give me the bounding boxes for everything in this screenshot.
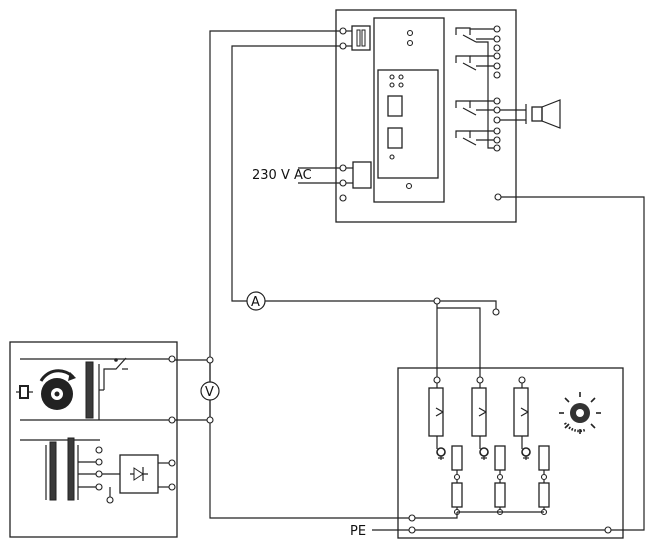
power-unit	[9, 341, 178, 538]
relay-contacts	[455, 27, 477, 146]
resistor-icon	[538, 482, 550, 508]
led-icon	[521, 447, 531, 460]
button-upper[interactable]	[387, 95, 403, 117]
pe-label: PE	[350, 524, 366, 539]
transformer-icon	[20, 437, 100, 501]
indicator-led	[389, 154, 395, 160]
button-lower[interactable]	[387, 127, 403, 149]
resistor-unit	[397, 367, 624, 539]
resistor-unit-frame	[397, 367, 624, 539]
terminal	[339, 194, 347, 202]
terminal	[496, 473, 504, 481]
control-unit: 230 V AC	[252, 9, 517, 223]
resistor-icon	[494, 482, 506, 508]
resistor-icon	[538, 445, 550, 471]
voltmeter-label: V	[205, 385, 214, 400]
terminal	[168, 416, 176, 424]
resistor-icon	[494, 445, 506, 471]
terminal-pe	[408, 514, 416, 522]
indicator-led	[389, 74, 395, 80]
led-icon	[479, 447, 489, 460]
terminal	[339, 179, 347, 187]
indicator-led	[398, 82, 404, 88]
wiring	[175, 30, 645, 531]
potentiometer-icon	[428, 376, 444, 449]
terminal	[540, 473, 548, 481]
terminal	[406, 29, 414, 37]
ammeter: A	[246, 291, 266, 311]
fuse-icon	[351, 25, 371, 51]
terminal	[453, 473, 461, 481]
terminal	[405, 182, 413, 190]
junction	[206, 356, 214, 364]
control-unit-frame	[335, 9, 517, 223]
terminal	[168, 355, 176, 363]
resistor-icon	[451, 445, 463, 471]
power-input-block	[352, 161, 372, 189]
terminal	[604, 526, 612, 534]
power-unit-frame	[9, 341, 178, 538]
terminal-output	[494, 193, 502, 201]
switch-icon	[99, 357, 128, 391]
indicator-led	[398, 74, 404, 80]
display-window	[377, 69, 439, 179]
junction	[492, 308, 500, 316]
motor-with-rotation-arrow-icon	[39, 369, 76, 410]
resistor-icon	[451, 482, 463, 508]
terminal-pe	[408, 526, 416, 534]
control-panel-inner	[373, 17, 445, 203]
terminal	[339, 27, 347, 35]
potentiometer-icon	[471, 376, 487, 449]
transformer-icon	[85, 361, 100, 420]
supply-voltage-label: 230 V AC	[252, 168, 312, 183]
terminal	[339, 42, 347, 50]
rotary-dial-icon[interactable]	[559, 392, 601, 434]
junction	[433, 297, 441, 305]
relay-coil-icon	[16, 385, 33, 399]
voltmeter: V	[200, 381, 220, 401]
potentiometer-icon	[513, 376, 529, 449]
terminal	[339, 164, 347, 172]
rectifier-bridge-icon	[119, 454, 169, 494]
relay-terminals	[493, 25, 502, 201]
ammeter-label: A	[251, 295, 260, 310]
terminal	[406, 39, 414, 47]
led-icon	[436, 447, 446, 460]
junction	[206, 416, 214, 424]
loudspeaker-icon	[500, 99, 561, 129]
indicator-led	[389, 82, 395, 88]
